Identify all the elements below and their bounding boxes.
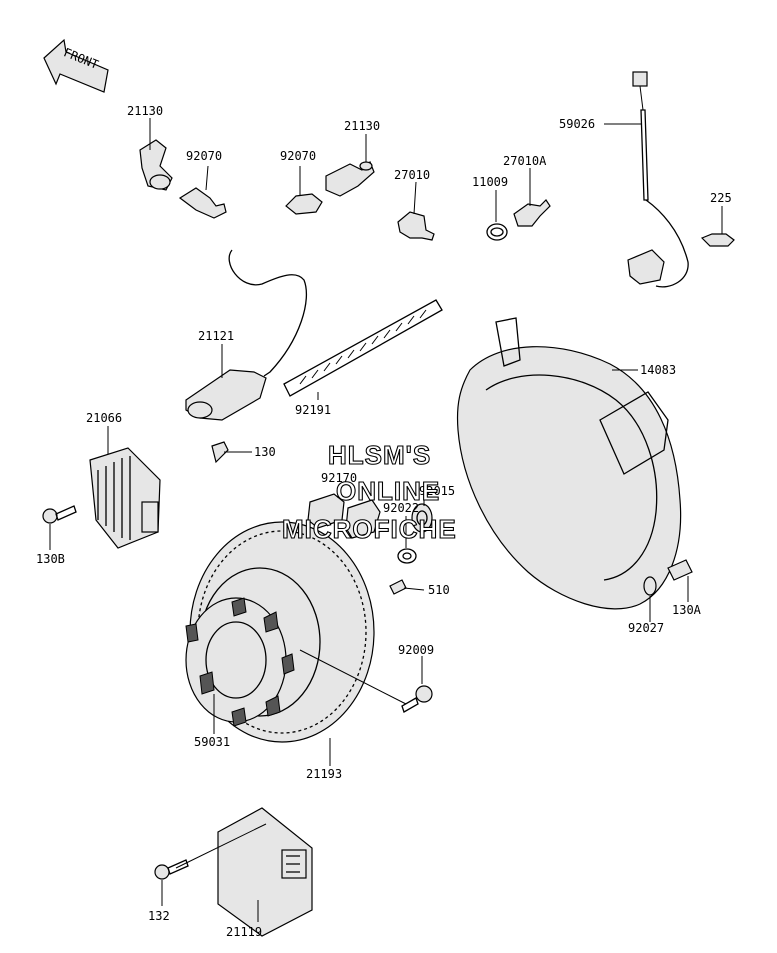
watermark: HLSM'S ONLINE MICROFICHE — [281, 439, 457, 544]
front-arrow: FRONT — [43, 38, 109, 93]
label-14083: 14083 — [640, 363, 676, 377]
harness-59026 — [627, 71, 735, 288]
bolt-92009 — [401, 685, 433, 713]
label-92009: 92009 — [398, 643, 434, 657]
label-92015: 92015 — [419, 484, 455, 498]
label-27010: 27010 — [394, 168, 430, 182]
washer-92022 — [397, 548, 417, 564]
bolt-130a — [667, 559, 693, 581]
cover-14083 — [456, 317, 682, 610]
plug-cap-right — [325, 160, 375, 197]
label-21121: 21121 — [198, 329, 234, 343]
label-21066: 21066 — [86, 411, 122, 425]
watermark-line-1: HLSM'S — [328, 440, 431, 470]
label-130: 130 — [254, 445, 276, 459]
label-132: 132 — [148, 909, 170, 923]
label-92022: 92022 — [383, 501, 419, 515]
resistor-mid — [285, 193, 323, 215]
plug-cap-left — [139, 139, 173, 191]
flywheel-21193 — [185, 521, 407, 743]
ecu-21119 — [175, 807, 313, 937]
clamp-92170 — [307, 493, 381, 539]
collar-92015 — [411, 503, 433, 533]
gasket-11009 — [486, 223, 508, 241]
label-59026: 59026 — [559, 117, 595, 131]
label-92027: 92027 — [628, 621, 664, 635]
label-21130-left: 21130 — [127, 104, 163, 118]
switch-27010 — [397, 211, 435, 241]
label-510: 510 — [428, 583, 450, 597]
label-21130-right: 21130 — [344, 119, 380, 133]
collar-92027 — [643, 576, 657, 596]
bolt-132 — [154, 859, 189, 880]
label-225: 225 — [710, 191, 732, 205]
part-labels: 21130 92070 92070 21130 27010 11009 2701… — [36, 104, 732, 939]
label-92070-left: 92070 — [186, 149, 222, 163]
key-510 — [389, 579, 407, 595]
resistor-left — [178, 187, 227, 219]
label-27010a: 27010A — [503, 154, 547, 168]
label-92170: 92170 — [321, 471, 357, 485]
regulator-21066 — [89, 447, 161, 549]
bolt-130b — [42, 505, 77, 524]
label-21119: 21119 — [226, 925, 262, 939]
label-130b: 130B — [36, 552, 65, 566]
sensor-27010a — [513, 199, 551, 227]
label-11009: 11009 — [472, 175, 508, 189]
label-92070-mid: 92070 — [280, 149, 316, 163]
label-130a: 130A — [672, 603, 702, 617]
label-21193: 21193 — [306, 767, 342, 781]
watermark-line-3: MICROFICHE — [282, 514, 457, 544]
leader-lines — [49, 118, 723, 922]
tube-92191 — [283, 299, 443, 397]
label-59031: 59031 — [194, 735, 230, 749]
watermark-line-2: ONLINE — [336, 476, 440, 506]
label-92191: 92191 — [295, 403, 331, 417]
ignition-coil-21121 — [185, 249, 308, 464]
